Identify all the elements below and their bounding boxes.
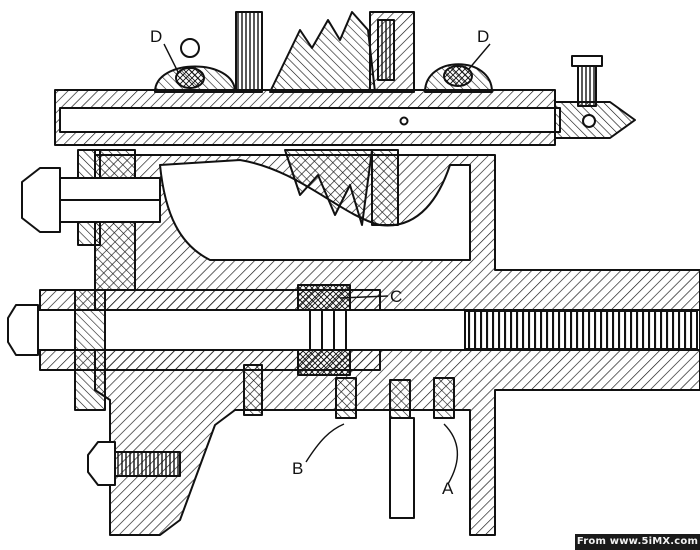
leader-a [443,423,459,485]
tip-pin [582,114,596,128]
bottom-bolt [114,451,181,477]
top-shaft [59,107,561,133]
inner-vertical-shaft [371,149,399,226]
leader-b [305,423,345,463]
leader-c [339,295,389,299]
oil-cup-knob [180,38,200,58]
vertical-rod [389,417,415,519]
bevel-gear [269,11,376,93]
bevel-gear-lower [284,149,373,226]
spring-b-left [243,364,263,416]
leader-d-left [163,43,179,73]
label-d-left: D [150,27,162,46]
watermark: From www.5iMX.com [575,534,700,550]
shaft-hole [399,116,409,126]
label-a: A [442,479,454,498]
label-b: B [292,459,303,478]
bottom-nut [87,441,116,486]
clutch-lower [297,349,351,376]
label-c: C [390,287,402,306]
spring-b [335,377,357,419]
lower-nut-plate [74,289,106,411]
upper-nut [21,167,61,233]
label-d-right: D [477,27,489,46]
spring-a [433,377,455,419]
leader-d-right [467,43,491,71]
pinion-teeth [377,19,395,81]
set-screw [577,61,597,107]
vertical-gear [235,11,263,93]
boss-right-core [443,65,473,87]
rack-teeth [464,310,698,350]
spring-center [389,379,411,421]
boss-left-core [175,67,205,89]
lower-nut [7,304,39,356]
set-screw-head [571,55,603,67]
clutch-upper [297,284,351,311]
